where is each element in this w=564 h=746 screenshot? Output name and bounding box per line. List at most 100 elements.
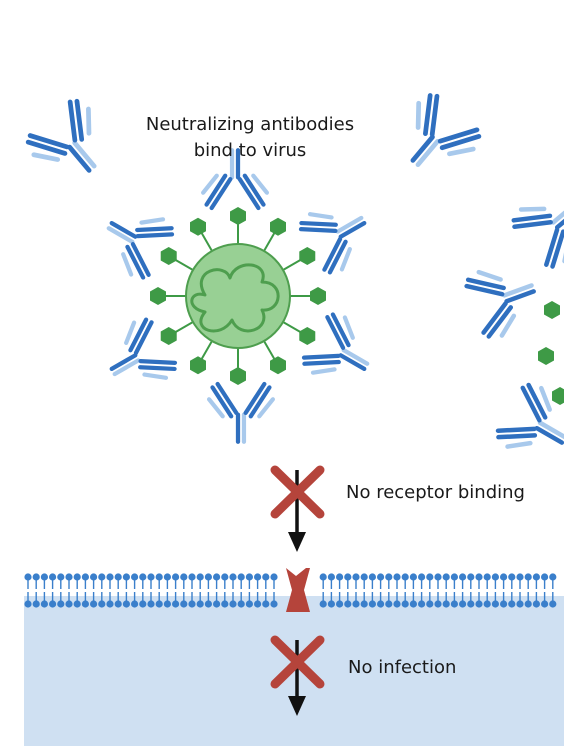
lipid: [195, 572, 205, 609]
lipid: [245, 572, 254, 609]
lipid: [466, 572, 476, 609]
lipid: [236, 572, 246, 609]
virus-genome: [190, 263, 280, 333]
lipid: [56, 572, 66, 609]
spike-protein: [230, 367, 246, 385]
lipid: [417, 572, 426, 609]
lipid: [318, 572, 328, 609]
free-antibody-left: [23, 96, 119, 191]
spike-stalk: [263, 231, 276, 252]
lipid: [376, 572, 385, 609]
lipid: [138, 572, 148, 609]
free-antibody-right: [388, 90, 484, 185]
lipid: [458, 572, 467, 609]
lipid: [97, 572, 107, 609]
lipid: [368, 572, 377, 609]
lipid: [113, 572, 123, 609]
lipid: [441, 572, 451, 609]
lipid: [523, 572, 533, 609]
spike-protein: [299, 327, 316, 345]
lipid: [64, 572, 74, 609]
lipid: [359, 572, 369, 609]
spike-stalk: [263, 340, 276, 361]
spike-protein: [299, 247, 316, 265]
lipid: [228, 572, 238, 609]
spike-protein: [270, 217, 286, 236]
spike-stalk: [200, 340, 213, 361]
lipid: [187, 572, 197, 609]
arrow-infection: [288, 640, 306, 716]
lipid: [392, 572, 402, 609]
second-virus-partial: [464, 181, 564, 470]
lipid: [89, 572, 98, 609]
title-line-2: bind to virus: [193, 140, 307, 161]
spike-protein: [160, 247, 177, 265]
spike-protein: [310, 287, 326, 305]
no-receptor-binding-label: No receptor binding: [346, 482, 525, 503]
lipid: [81, 572, 90, 609]
arrow-receptor: [288, 470, 306, 552]
spike-stalk: [173, 258, 194, 271]
lipid: [48, 572, 57, 609]
lipid: [327, 572, 336, 609]
diagram-title: Neutralizing antibodies bind to virus: [110, 112, 390, 164]
lipid: [40, 572, 49, 609]
bound-antibody: [97, 315, 179, 399]
spike-protein: [190, 356, 206, 375]
lipid: [482, 572, 492, 609]
bound-antibody: [300, 310, 382, 394]
title-line-1: Neutralizing antibodies: [145, 114, 355, 135]
lipid: [425, 572, 435, 609]
lipid: [212, 572, 221, 609]
lipid: [154, 572, 164, 609]
lipid: [179, 572, 189, 609]
lipid: [23, 572, 33, 609]
lipid: [450, 572, 459, 609]
lipid: [351, 572, 361, 609]
lipid: [507, 572, 517, 609]
lipid: [220, 572, 230, 609]
spike-protein: [150, 287, 166, 305]
lipid: [253, 572, 262, 609]
no-infection-label: No infection: [348, 657, 457, 678]
spike-protein: [270, 356, 286, 375]
lipid: [532, 572, 541, 609]
receptor: [286, 568, 310, 612]
lipid: [433, 572, 443, 609]
spike-protein: [160, 327, 177, 345]
spike-stalk: [173, 321, 194, 334]
lipid: [146, 572, 156, 609]
spike-protein: [230, 207, 246, 225]
spike-stalk: [200, 231, 213, 252]
lipid: [130, 572, 139, 609]
lipid: [515, 572, 525, 609]
spike-stalk: [282, 258, 303, 271]
lipid: [499, 572, 508, 609]
lipid: [384, 572, 394, 609]
lipid: [31, 572, 41, 609]
virus-spikes: [150, 207, 326, 385]
lipid: [122, 572, 131, 609]
lipid: [204, 572, 213, 609]
lipid: [474, 572, 484, 609]
lipid: [269, 572, 279, 609]
lipid: [548, 572, 558, 609]
lipid: [491, 572, 500, 609]
lipid: [163, 572, 172, 609]
block-x-infection: [270, 635, 325, 689]
lipid: [409, 572, 418, 609]
lipid: [171, 572, 180, 609]
bound-antibody: [297, 193, 379, 277]
lipid: [343, 572, 353, 609]
lipid: [72, 572, 82, 609]
block-x-receptor: [270, 465, 325, 519]
lipid: [400, 572, 410, 609]
lipid: [335, 572, 344, 609]
spike-protein: [190, 217, 206, 236]
bound-antibody: [94, 198, 176, 282]
lipid: [105, 572, 115, 609]
spike-stalk: [282, 321, 303, 334]
bound-antibody: [209, 384, 273, 442]
virus-particle: [185, 243, 291, 349]
